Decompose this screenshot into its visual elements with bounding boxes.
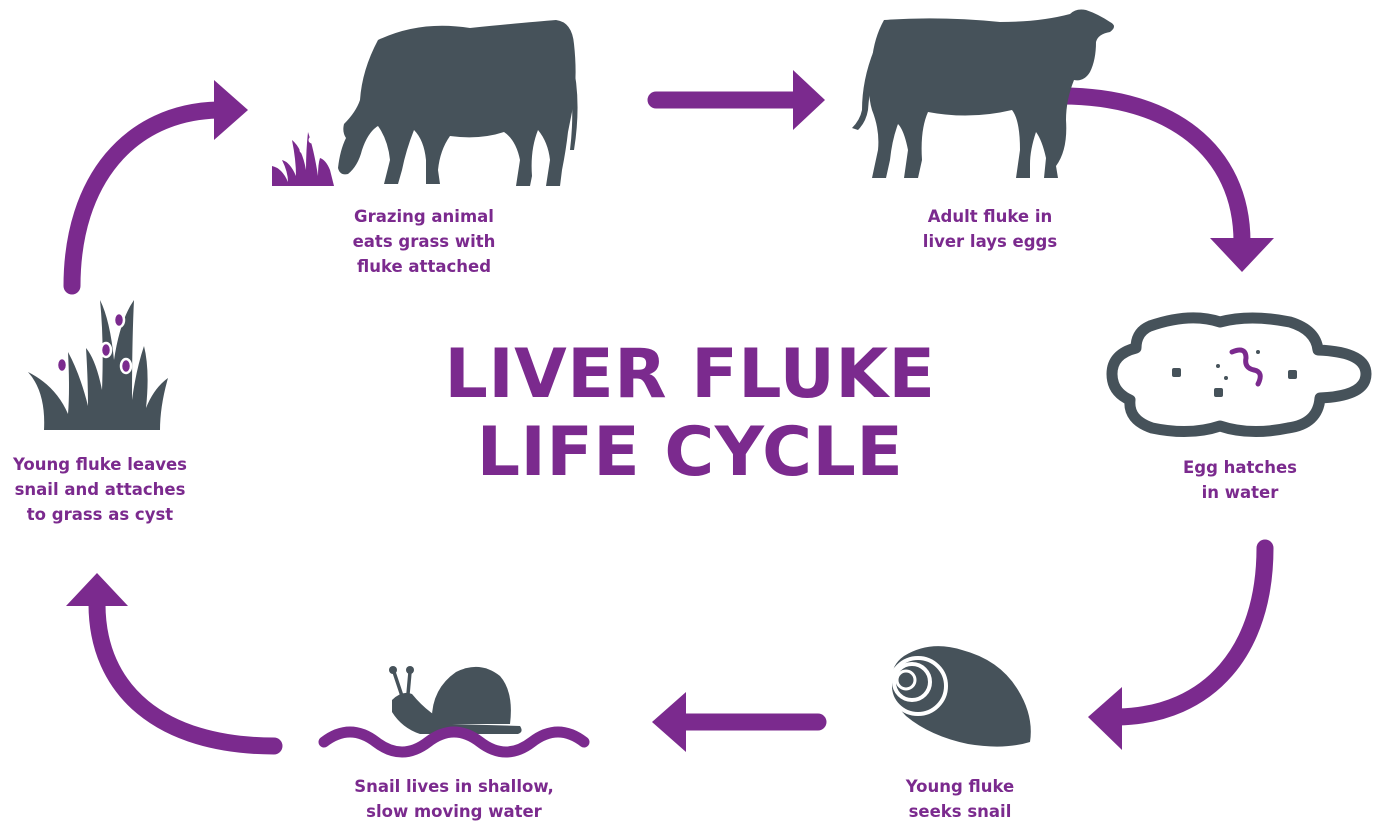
title-line-1: LIVER FLUKE — [340, 336, 1040, 414]
arrow-cyst-to-grazing — [72, 80, 248, 286]
small-grass-icon — [272, 132, 334, 186]
arrow-seek-to-snail — [652, 692, 818, 752]
stage-label-cyst: Young fluke leaves snail and attaches to… — [0, 452, 200, 527]
stage-label-grazing: Grazing animal eats grass with fluke att… — [314, 204, 534, 279]
arrow-snail-to-cyst — [66, 573, 274, 746]
puddle-egg-icon — [1112, 318, 1366, 432]
stage-label-adult: Adult fluke in liver lays eggs — [880, 204, 1100, 254]
grass-cyst-icon — [28, 300, 168, 430]
title-line-2: LIFE CYCLE — [340, 414, 1040, 492]
diagram-title: LIVER FLUKE LIFE CYCLE — [340, 336, 1040, 492]
grazing-cow-icon — [272, 20, 578, 186]
arrow-grazing-to-adult — [656, 70, 825, 130]
snail-shell-icon — [890, 646, 1031, 746]
stage-label-hatch: Egg hatches in water — [1140, 455, 1340, 505]
snail-water-icon — [324, 666, 584, 752]
stage-label-seek: Young fluke seeks snail — [860, 774, 1060, 824]
stage-label-snail: Snail lives in shallow, slow moving wate… — [324, 774, 584, 824]
arrow-hatch-to-seek — [1088, 548, 1265, 750]
